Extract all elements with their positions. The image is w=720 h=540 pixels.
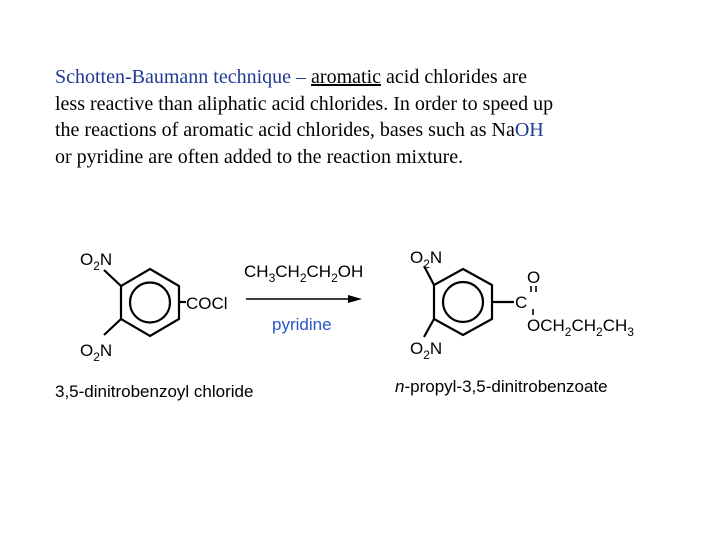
text-naoh-oh: OH — [514, 119, 544, 141]
reactant-no2-top: O2N — [80, 250, 112, 273]
product-carbonyl-c: C — [515, 293, 527, 312]
text-line4: or pyridine are often added to the react… — [55, 145, 464, 168]
text-line2: less reactive than aliphatic acid chlori… — [55, 92, 554, 115]
product-no2-top: O2N — [410, 248, 442, 271]
carbonyl-double-bond — [530, 286, 537, 315]
text-aromatic-underlined: aromatic — [311, 66, 382, 88]
reactant-no2-bottom: O2N — [80, 341, 112, 364]
reaction-arrow — [246, 295, 362, 303]
reactant-name: 3,5-dinitrobenzoyl chloride — [55, 382, 253, 401]
reagent-propanol: CH3CH2CH2OH — [244, 262, 363, 285]
reactant-benzene-ring — [103, 267, 186, 338]
reactant-cocl: COCl — [186, 294, 228, 313]
product-ester-chain: OCH2CH2CH3 — [527, 316, 634, 339]
text-line3: the reactions of aromatic acid chlorides… — [55, 119, 515, 141]
product-name: n-propyl-3,5-dinitrobenzoate — [395, 377, 608, 396]
description-paragraph: Schotten-Baumann technique – aromatic ac… — [55, 64, 695, 170]
catalyst-pyridine: pyridine — [272, 315, 332, 334]
product-carbonyl-o: O — [527, 268, 540, 287]
text-line1-end: acid chlorides are — [381, 66, 528, 88]
product-no2-bottom: O2N — [410, 339, 442, 362]
product-benzene-ring — [423, 265, 514, 338]
text-schotten-baumann: Schotten-Baumann technique – — [55, 66, 312, 88]
